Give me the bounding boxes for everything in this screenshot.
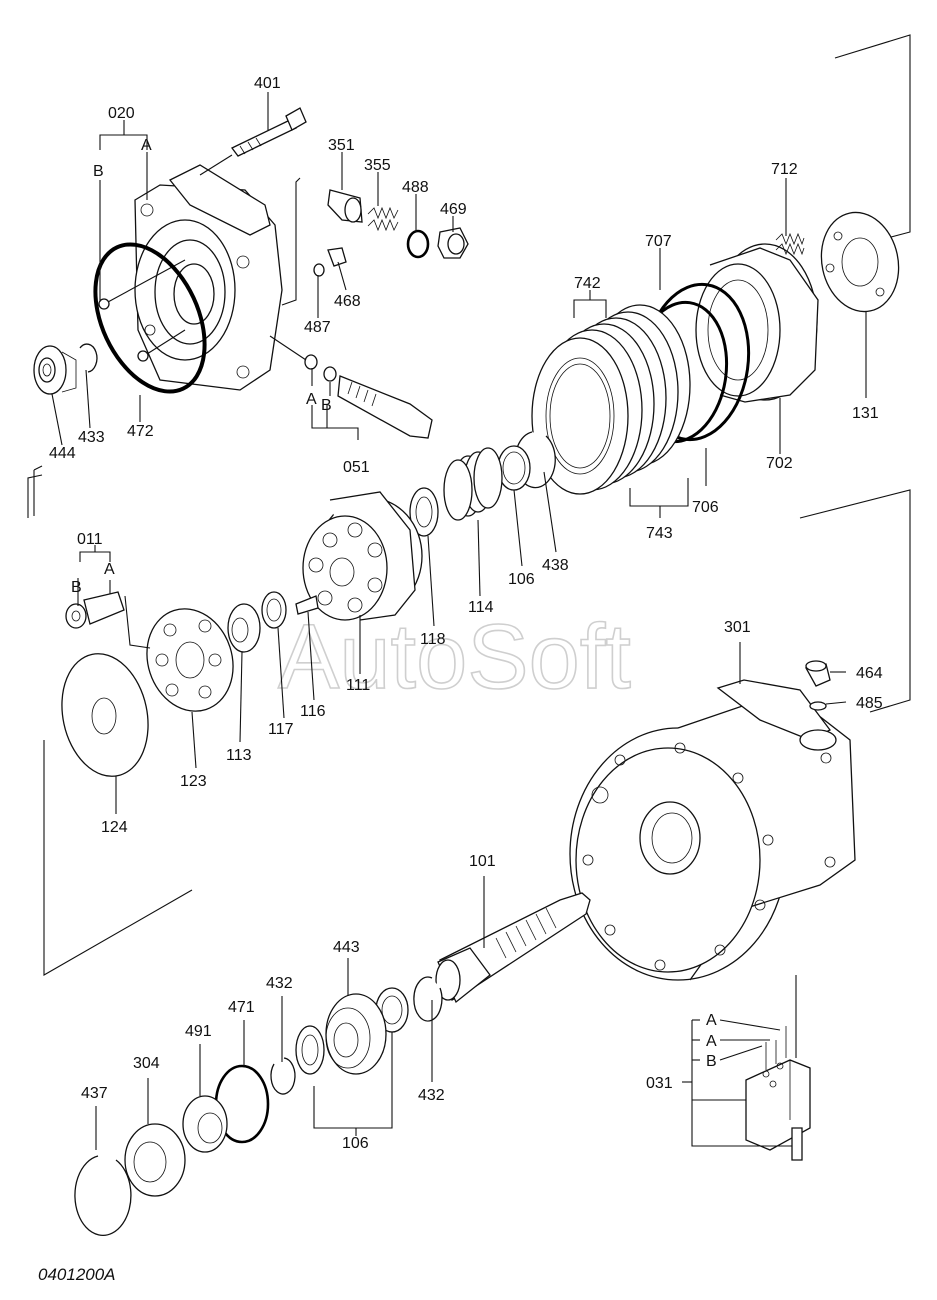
spring-712: [775, 232, 805, 256]
label-707: 707: [645, 233, 672, 250]
label-111: 111: [346, 677, 370, 694]
label-051-A: A: [306, 391, 317, 408]
valve-plate-131: [820, 211, 900, 313]
ring-106-lower-a-inner: [381, 995, 403, 1025]
label-487: 487: [304, 319, 331, 336]
label-301: 301: [724, 619, 751, 636]
retainer-plate-123: [146, 608, 234, 712]
label-742: 742: [574, 275, 601, 292]
piston-011: [65, 591, 125, 629]
o-ring-472: [93, 242, 207, 394]
spool-051: [269, 335, 433, 439]
label-011-A: A: [104, 561, 115, 578]
label-031-A2: A: [706, 1033, 717, 1050]
spring-114: [443, 447, 503, 521]
leader: [124, 595, 151, 649]
leader: [33, 465, 43, 471]
label-472: 472: [127, 423, 154, 440]
reference-lines: [27, 34, 911, 976]
label-101: 101: [469, 853, 496, 870]
label-116: 116: [300, 703, 326, 720]
ring-106-upper-inner: [502, 451, 526, 485]
seal-491: [182, 1095, 228, 1153]
ring-117: [261, 591, 287, 629]
label-117: 117: [268, 721, 294, 738]
label-031: 031: [646, 1075, 673, 1092]
washer-118-inner: [415, 496, 433, 528]
relief-valve-parts: [281, 177, 469, 306]
label-351: 351: [328, 137, 355, 154]
bearing-443: [325, 993, 387, 1075]
label-444: 444: [49, 445, 76, 462]
label-106-upper: 106: [508, 571, 535, 588]
plug-464: [804, 660, 831, 687]
bolt-401: [199, 107, 307, 176]
friction-plates-742-743: [531, 304, 691, 495]
snap-ring-432-lower: [270, 1057, 296, 1095]
label-469: 469: [440, 201, 467, 218]
label-401: 401: [254, 75, 281, 92]
label-020-B: B: [93, 163, 104, 180]
brake-piston-702: [695, 243, 819, 403]
label-485: 485: [856, 695, 883, 712]
label-304: 304: [133, 1055, 160, 1072]
label-123: 123: [180, 773, 207, 790]
label-011: 011: [77, 531, 103, 548]
label-706: 706: [692, 499, 719, 516]
label-438: 438: [542, 557, 569, 574]
label-468: 468: [334, 293, 361, 310]
label-433: 433: [78, 429, 105, 446]
label-131: 131: [852, 405, 879, 422]
label-011-B: B: [71, 579, 82, 596]
label-124: 124: [101, 819, 128, 836]
seal-304: [124, 1123, 186, 1197]
ring-106-lower-b: [295, 1025, 325, 1075]
label-355: 355: [364, 157, 391, 174]
washer-118: [409, 487, 439, 537]
label-114: 114: [468, 599, 494, 616]
label-443: 443: [333, 939, 360, 956]
valve-cover-020: [98, 164, 283, 391]
label-471: 471: [228, 999, 255, 1016]
label-432-upper: 432: [266, 975, 293, 992]
label-031-B: B: [706, 1053, 717, 1070]
shaft-101: [435, 892, 591, 1004]
pin-116: [295, 595, 319, 615]
snap-ring-437: [74, 1155, 132, 1236]
leaders: [51, 92, 867, 1150]
label-020: 020: [108, 105, 135, 122]
drawing-code: 0401200A: [38, 1265, 116, 1284]
label-491: 491: [185, 1023, 212, 1040]
label-020-A: A: [141, 137, 152, 154]
part-labels: 401 020 B A 351 355 488 469 468 487 A B …: [49, 75, 883, 1152]
bearing-444: [33, 345, 77, 395]
label-437: 437: [81, 1085, 108, 1102]
label-113: 113: [226, 747, 252, 764]
label-702: 702: [766, 455, 793, 472]
housing-301: [569, 679, 856, 981]
ring-106-lower-b-inner: [301, 1034, 319, 1066]
label-031-A1: A: [706, 1012, 717, 1029]
label-051: 051: [343, 459, 370, 476]
label-712: 712: [771, 161, 798, 178]
ring-117-inner: [266, 598, 282, 622]
snap-ring-432-upper: [413, 976, 443, 1022]
spherical-bush-113: [227, 603, 261, 653]
label-743: 743: [646, 525, 673, 542]
valve-block-031: [745, 975, 811, 1161]
label-432-lower: 432: [418, 1087, 445, 1104]
watermark: AutoSoft: [278, 606, 631, 708]
o-ring-485: [809, 701, 827, 711]
cylinder-block-111: [302, 491, 423, 621]
snap-ring-433: [79, 343, 98, 373]
label-488: 488: [402, 179, 429, 196]
swash-plate-124: [61, 653, 149, 777]
label-106-lower: 106: [342, 1135, 369, 1152]
label-051-B: B: [321, 397, 332, 414]
label-118: 118: [420, 631, 446, 648]
label-464: 464: [856, 665, 883, 682]
